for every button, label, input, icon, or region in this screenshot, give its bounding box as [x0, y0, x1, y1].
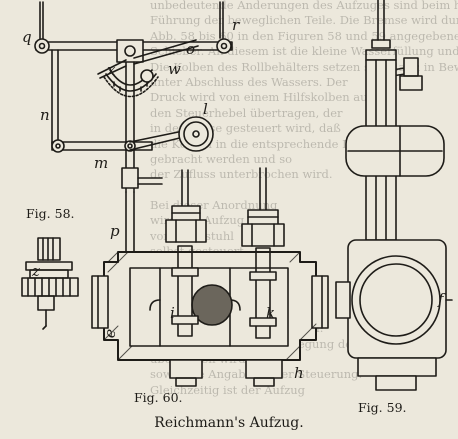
background-line: unbedeutende Änderungen des Aufzuges sin…	[150, 0, 458, 12]
caption-fig59: Fig. 59.	[358, 400, 407, 415]
background-line: unter Abschluss des Wassers. Der	[150, 74, 348, 89]
label-h: h	[294, 364, 304, 382]
fig60-valve-body	[91, 167, 329, 387]
background-line: gebracht werden und so	[150, 151, 293, 166]
label-q: q	[22, 28, 32, 46]
background-line: den Steuerhebel übertragen, der	[150, 105, 343, 120]
label-n: n	[40, 106, 50, 124]
figure-title: Reichmann's Aufzug.	[154, 415, 304, 431]
label-p: p	[110, 222, 120, 240]
label-z: z	[32, 262, 40, 280]
label-w: w	[168, 60, 181, 78]
fig58-linkage	[34, 1, 233, 193]
label-o: o	[186, 40, 196, 58]
label-r: r	[232, 16, 240, 34]
caption-fig60: Fig. 60.	[134, 390, 183, 405]
label-x: x	[107, 61, 116, 79]
label-m: m	[94, 154, 109, 172]
background-line: Führung der beweglichen Teile. Die Brems…	[150, 13, 458, 28]
part-z	[21, 237, 79, 330]
label-k: k	[266, 304, 276, 322]
label-l: l	[203, 100, 208, 118]
fig59-side-view	[335, 0, 453, 391]
caption-fig58: Fig. 58.	[26, 206, 75, 221]
background-line: Druck wird von einem Hilfskolben auf	[150, 90, 372, 105]
label-f: f	[438, 290, 444, 308]
background-line: der Zufluss unterbrochen wird.	[150, 167, 333, 182]
label-i: i	[170, 304, 175, 322]
